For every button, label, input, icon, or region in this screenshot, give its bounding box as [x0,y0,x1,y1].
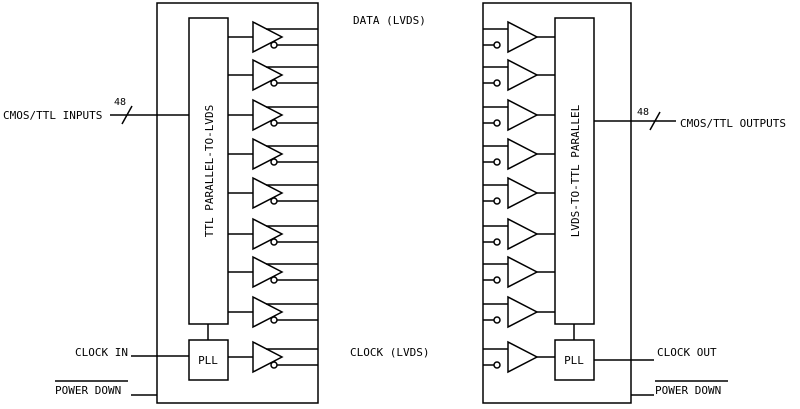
driver-triangle [252,295,284,329]
inversion-bubble [493,316,501,324]
inversion-bubble [270,276,278,284]
receiver-triangle [507,340,539,374]
driver-triangle [252,98,284,132]
data-driver [228,217,318,251]
bus-width-out-label: 48 [637,107,649,118]
data-receiver [483,137,555,171]
inversion-bubble [493,361,501,369]
driver-triangle [252,58,284,92]
receiver-device-box [482,2,632,404]
receiver-triangle [507,98,539,132]
inversion-bubble [270,316,278,324]
inversion-bubble [493,238,501,246]
driver-triangle [252,217,284,251]
bus-width-in-label: 48 [114,97,126,108]
receiver-triangle [507,255,539,289]
power-down-right-label: POWER DOWN [655,384,721,397]
data-driver [228,176,318,210]
receiver-triangle [507,58,539,92]
receiver-group [483,20,555,374]
data-lvds-label: DATA (LVDS) [353,14,426,27]
data-driver [228,58,318,92]
transmitter-driver-group [228,20,318,374]
receiver-triangle [507,20,539,54]
data-receiver [483,176,555,210]
receiver-triangle [507,217,539,251]
data-receiver [483,255,555,289]
cmos-ttl-outputs-label: CMOS/TTL OUTPUTS [680,117,786,130]
inversion-bubble [493,119,501,127]
inversion-bubble [270,197,278,205]
clock-receiver [483,340,555,374]
clock-out-label: CLOCK OUT [657,346,717,359]
receiver-triangle [507,137,539,171]
data-driver [228,20,318,54]
lvds-to-ttl-label: LVDS-TO-TTL PARALLEL [569,104,582,237]
inversion-bubble [270,41,278,49]
inversion-bubble [270,361,278,369]
data-receiver [483,98,555,132]
clock-in-label: CLOCK IN [75,346,128,359]
cmos-ttl-inputs-label: CMOS/TTL INPUTS [3,109,102,122]
inversion-bubble [270,119,278,127]
cmos-output-bus-slash [649,111,661,131]
data-driver [228,255,318,289]
inversion-bubble [493,197,501,205]
driver-triangle [252,340,284,374]
driver-triangle [252,255,284,289]
pll-label-left: PLL [198,354,218,367]
clock-lvds-label: CLOCK (LVDS) [350,346,429,359]
inversion-bubble [270,158,278,166]
pll-label-right: PLL [564,354,584,367]
cmos-input-bus-slash [121,105,133,125]
data-receiver [483,217,555,251]
data-receiver [483,20,555,54]
data-receiver [483,295,555,329]
driver-triangle [252,137,284,171]
data-driver [228,295,318,329]
transmitter-device-box [156,2,319,404]
data-driver [228,98,318,132]
driver-triangle [252,20,284,54]
inversion-bubble [493,158,501,166]
inversion-bubble [493,41,501,49]
inversion-bubble [493,276,501,284]
clock-driver [228,340,318,374]
receiver-triangle [507,295,539,329]
ttl-to-lvds-label: TTL PARALLEL-TO-LVDS [203,105,216,237]
inversion-bubble [270,79,278,87]
receiver-triangle [507,176,539,210]
data-driver [228,137,318,171]
driver-triangle [252,176,284,210]
inversion-bubble [493,79,501,87]
power-down-left-label: POWER DOWN [55,384,121,397]
inversion-bubble [270,238,278,246]
data-receiver [483,58,555,92]
